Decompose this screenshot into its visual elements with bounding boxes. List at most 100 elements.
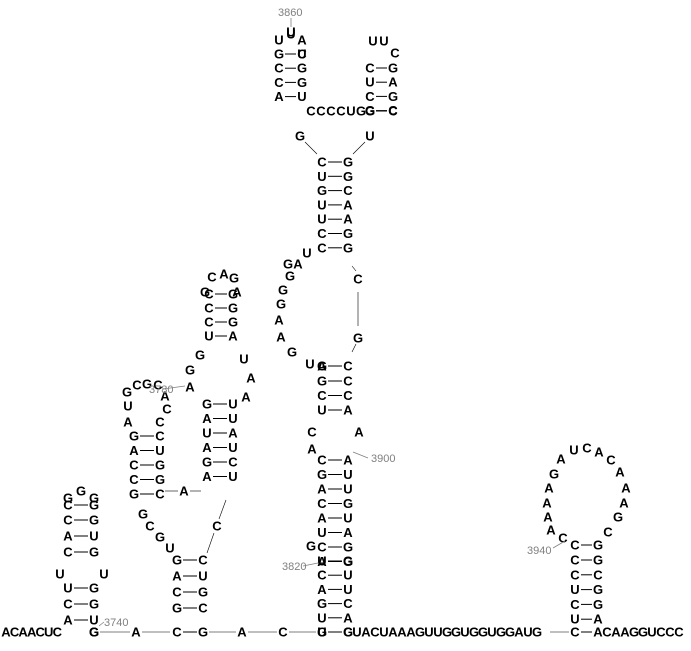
- branch-a-left-base: C: [129, 458, 139, 473]
- branch-b-loop: G: [200, 285, 210, 300]
- top-connector: G: [356, 104, 366, 119]
- branch-b-internal-right: A: [246, 371, 256, 386]
- hairpin3-nucleotide: G: [593, 538, 603, 553]
- hairpin1-right-base: G: [89, 545, 99, 560]
- baseline-nucleotide: C: [10, 625, 20, 640]
- backbone-link: [218, 499, 227, 520]
- top-right-hairpin-right-base: C: [388, 103, 398, 118]
- long-stem-base-left-base: G: [317, 596, 327, 611]
- long-stem-upper-left-base: G: [317, 183, 327, 198]
- baseline-nucleotide: A: [388, 625, 398, 640]
- residue-number-3900-tick: [352, 451, 369, 459]
- branch-b-right-base: U: [228, 440, 237, 455]
- long-stem-middle-left-base: U: [317, 525, 326, 540]
- hairpin3-loop: A: [619, 496, 629, 511]
- branch-b-right-base: U: [228, 469, 237, 484]
- baseline-nucleotide: U: [487, 625, 496, 640]
- backbone-link: [304, 141, 318, 155]
- baseline-nucleotide: C: [570, 625, 580, 640]
- baseline-nucleotide: U: [433, 625, 442, 640]
- branch-a-loop: C: [155, 415, 165, 430]
- branch-b-top-left-base: U: [204, 329, 213, 344]
- long-stem-base-right-base: A: [343, 610, 353, 625]
- baseline-nucleotide: G: [442, 625, 452, 640]
- top-right-hairpin-left-base: C: [365, 89, 375, 104]
- hairpin1-right-base: U: [89, 613, 98, 628]
- long-stem-middle-right-base: U: [343, 511, 352, 526]
- baseline-nucleotide: G: [638, 625, 648, 640]
- top-right-loop: C: [390, 46, 400, 61]
- baseline-nucleotide: A: [611, 625, 621, 640]
- long-stem-lower-left-base: C: [317, 388, 327, 403]
- branch-b-right-base: U: [228, 411, 237, 426]
- baseline-nucleotide: A: [27, 625, 37, 640]
- top-left-hairpin-left-base: C: [274, 75, 284, 90]
- baseline-nucleotide: A: [593, 625, 603, 640]
- baseline-nucleotide: G: [89, 625, 99, 640]
- top-left-hairpin-right-base: U: [297, 89, 306, 104]
- long-stem-bulge: G: [306, 539, 316, 554]
- baseline-nucleotide: A: [397, 625, 407, 640]
- baseline-nucleotide: U: [352, 625, 361, 640]
- top-left-loop: U: [297, 47, 306, 62]
- branch-b-top-left-base: C: [204, 315, 214, 330]
- long-stem-base-right-base: C: [343, 596, 353, 611]
- hairpin1-right-base: G: [89, 597, 99, 612]
- baseline-nucleotide: G: [478, 625, 488, 640]
- branch-a-loop: C: [132, 378, 142, 393]
- top-left-hairpin-right-base: G: [297, 75, 307, 90]
- branch-b-left-base: G: [202, 455, 212, 470]
- long-stem-middle-right-base: G: [343, 496, 353, 511]
- baseline-nucleotide: G: [469, 625, 479, 640]
- hairpin2-left-base: C: [172, 585, 182, 600]
- hairpin3-left-base: U: [570, 582, 579, 597]
- long-stem-internal-left: U: [305, 357, 314, 372]
- hairpin1-loop: G: [63, 491, 73, 506]
- long-stem-upper-right-base: A: [343, 197, 353, 212]
- top-left-hairpin-right-base: C: [297, 47, 307, 62]
- baseline-nucleotide: A: [361, 625, 371, 640]
- baseline-nucleotide: U: [379, 625, 388, 640]
- hairpin3-right-base: A: [593, 612, 603, 627]
- branch-a-loop: G: [142, 377, 152, 392]
- top-right-hairpin-right-base: A: [388, 75, 398, 90]
- hairpin3-loop: A: [546, 523, 556, 538]
- branch-b-left-base: G: [202, 397, 212, 412]
- baseline-nucleotide: A: [1, 625, 11, 640]
- top-right-hairpin-left-base: C: [365, 61, 375, 76]
- residue-number-3940: 3940: [527, 545, 551, 557]
- top-left-loop: A: [297, 33, 307, 48]
- top-left-loop: U: [286, 27, 295, 42]
- long-stem-upper-right-base: C: [343, 183, 353, 198]
- branch-a-loop: A: [123, 415, 133, 430]
- hairpin1-nucleotide: C: [63, 498, 73, 513]
- baseline-nucleotide: C: [656, 625, 666, 640]
- hairpin2-right-base: C: [198, 553, 208, 568]
- long-stem-internal-left: A: [274, 313, 284, 328]
- residue-number-3740: 3740: [104, 617, 128, 629]
- long-stem-base-left-base: U: [317, 610, 326, 625]
- hairpin3-loop: A: [543, 510, 553, 525]
- baseline-nucleotide: C: [53, 625, 63, 640]
- hairpin2-left-base: A: [172, 569, 182, 584]
- branch-b-loop: G: [229, 271, 239, 286]
- hairpin2-right-base: C: [198, 601, 208, 616]
- residue-number-3860: 3860: [278, 7, 302, 19]
- long-stem-upper-left-base: U: [317, 212, 326, 227]
- baseline-nucleotide: G: [415, 625, 425, 640]
- hairpin3-loop: A: [594, 445, 604, 460]
- hairpin3-left-base: C: [570, 567, 580, 582]
- branch-b-top-right-base: G: [228, 287, 238, 302]
- long-stem-lower-left-base: G: [317, 374, 327, 389]
- baseline-nucleotide: C: [665, 625, 675, 640]
- long-stem-junction: U: [365, 129, 374, 144]
- baseline-nucleotide: C: [674, 625, 684, 640]
- baseline-nucleotide: A: [514, 625, 524, 640]
- long-stem-upper-left-base: C: [317, 226, 327, 241]
- baseline-nucleotide: C: [602, 625, 612, 640]
- long-stem-upper-right-base: G: [343, 155, 353, 170]
- hairpin1-nucleotide: G: [89, 625, 99, 640]
- long-stem-lower-left-base: U: [317, 403, 326, 418]
- branch-b-right-base: C: [228, 455, 238, 470]
